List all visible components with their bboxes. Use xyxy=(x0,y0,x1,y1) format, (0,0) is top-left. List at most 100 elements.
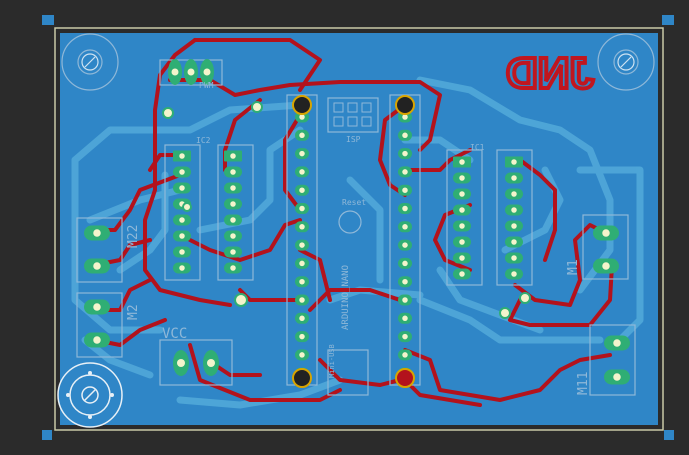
nano-pin xyxy=(398,239,412,251)
nano-pin xyxy=(295,276,309,288)
ic-pin xyxy=(224,198,242,210)
ic-pin xyxy=(173,166,191,178)
nano-pin xyxy=(295,148,309,160)
nano-pin xyxy=(295,331,309,343)
nano-pin xyxy=(295,184,309,196)
nano-end-pad xyxy=(292,95,312,115)
nano-pin xyxy=(295,312,309,324)
label-isp: ISP xyxy=(346,135,361,144)
nano-pin xyxy=(295,203,309,214)
ic-pin xyxy=(453,188,471,200)
label-ic-left: IC2 xyxy=(196,136,211,145)
ic-pin xyxy=(224,182,242,194)
ic-pin xyxy=(173,246,191,258)
terminal-pad xyxy=(84,332,110,348)
ic-pin xyxy=(505,252,523,264)
board-outline xyxy=(54,27,664,431)
vcc-pad xyxy=(173,350,189,376)
terminal-pad xyxy=(604,369,630,385)
nano-pin xyxy=(295,294,309,306)
nano-pin xyxy=(398,331,412,343)
ic-pin xyxy=(505,268,523,280)
mounting-hole-top-left xyxy=(81,53,99,71)
ic-pin xyxy=(224,166,242,178)
nano-end-pad xyxy=(395,95,415,115)
ic-pin xyxy=(173,150,191,162)
terminal-pad xyxy=(84,258,110,274)
label-m22: M22 xyxy=(126,225,141,248)
pads xyxy=(84,59,630,388)
isp-pin xyxy=(333,116,344,127)
nano-end-pad xyxy=(292,368,312,388)
label-m2: M2 xyxy=(126,304,141,320)
terminal-pad xyxy=(84,299,110,315)
ic-pin xyxy=(224,214,242,226)
ic-pin xyxy=(173,182,191,194)
ic-pin xyxy=(453,172,471,184)
ic-pin xyxy=(173,230,191,242)
pwm-pin xyxy=(168,59,182,85)
ic-pin xyxy=(505,156,523,168)
ic-pin xyxy=(505,220,523,232)
nano-pin xyxy=(398,166,412,178)
ic-pin xyxy=(453,252,471,264)
nano-pin xyxy=(398,294,412,306)
nano-pin xyxy=(398,148,412,160)
label-m1: M1 xyxy=(566,259,581,275)
corner-marks xyxy=(42,15,674,440)
isp-pin xyxy=(347,102,358,113)
isp-pin xyxy=(361,102,372,113)
board-logo: JND xyxy=(506,49,594,98)
nano-pin xyxy=(398,184,412,196)
label-m11: M11 xyxy=(576,372,591,395)
label-pwm: PWM xyxy=(199,81,214,90)
ic-pin xyxy=(224,262,242,274)
ic-pin xyxy=(453,220,471,232)
nano-pin xyxy=(398,221,412,233)
ic-pin xyxy=(505,188,523,200)
ic-pin xyxy=(224,150,242,162)
terminal-pad xyxy=(593,258,619,274)
pwm-pin xyxy=(200,59,214,85)
ic-pin xyxy=(224,230,242,242)
ic-pin xyxy=(505,236,523,248)
nano-pin xyxy=(398,257,412,269)
ic-pin xyxy=(173,262,191,274)
nano-pin xyxy=(398,276,412,288)
vias xyxy=(162,101,531,319)
terminal-pad xyxy=(593,225,619,241)
label-reset: Reset xyxy=(342,198,366,207)
mounting-holes xyxy=(57,53,635,428)
isp-pin xyxy=(361,116,372,127)
label-ic-right: IC1 xyxy=(470,143,485,152)
nano-pin xyxy=(295,129,309,141)
label-vcc: VCC xyxy=(162,326,187,342)
nano-end-pad xyxy=(395,368,415,388)
ic-pin xyxy=(453,236,471,248)
terminal-pad xyxy=(604,335,630,351)
ic-pin xyxy=(505,172,523,184)
ic-pin xyxy=(453,268,471,280)
nano-pin xyxy=(398,203,412,214)
isp-pin xyxy=(347,116,358,127)
mounting-hole-bottom-left xyxy=(57,362,123,428)
vcc-pad xyxy=(203,350,219,376)
ic-pin xyxy=(453,156,471,168)
ic-pin xyxy=(173,214,191,226)
label-mini-usb: Mini-USB xyxy=(328,344,336,378)
ic-pin xyxy=(505,204,523,216)
pwm-pin xyxy=(184,59,198,85)
nano-pin xyxy=(295,239,309,251)
ic-pin xyxy=(224,246,242,258)
nano-pin xyxy=(295,349,309,361)
nano-pin xyxy=(295,221,309,233)
label-arduino: ARDUINO_NANO xyxy=(341,265,351,330)
terminal-pad xyxy=(84,225,110,241)
nano-pin xyxy=(295,257,309,269)
nano-pin xyxy=(295,166,309,178)
ic-pin xyxy=(453,204,471,216)
nano-pin xyxy=(398,312,412,324)
nano-pin xyxy=(398,349,412,361)
nano-pin xyxy=(398,129,412,141)
